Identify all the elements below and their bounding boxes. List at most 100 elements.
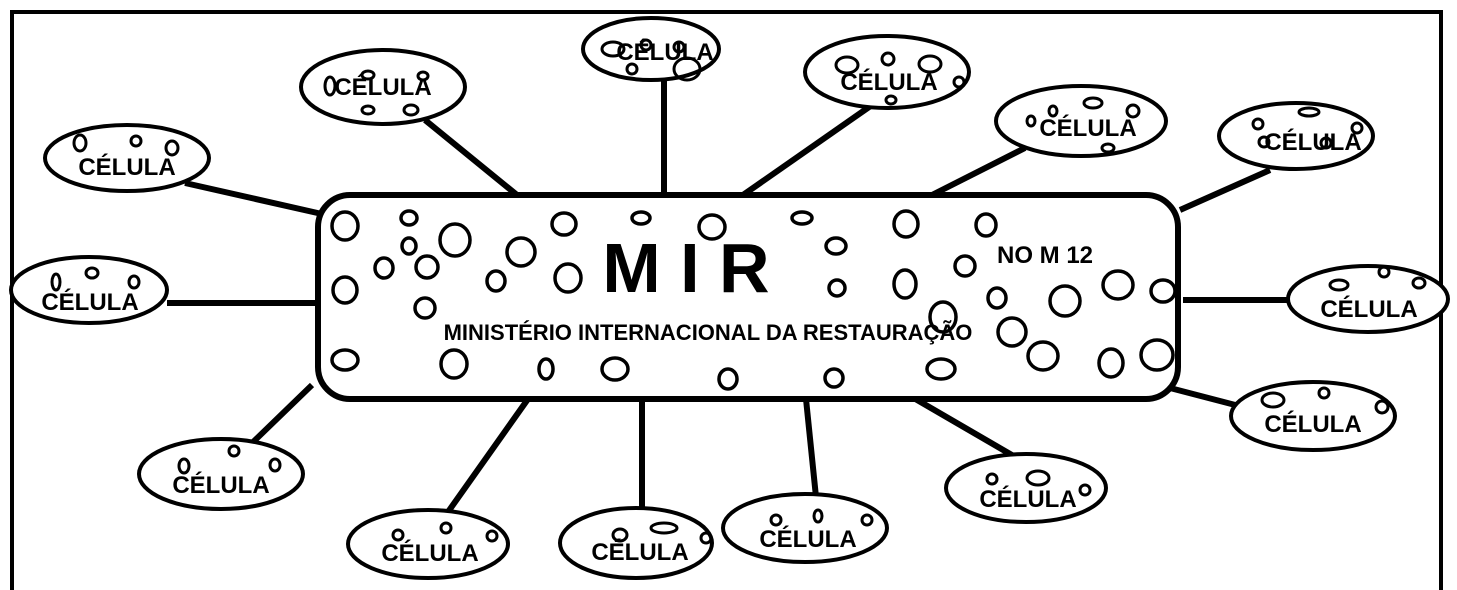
- connector-line: [741, 102, 874, 198]
- cell-bubble: [1251, 117, 1265, 131]
- cell-bubble: [1328, 278, 1350, 292]
- cell-ellipse: [1229, 380, 1397, 452]
- connector-line: [247, 382, 315, 448]
- cell-bubble: [227, 444, 241, 458]
- cell-bubble: [1350, 121, 1364, 135]
- cell-ellipse: [994, 84, 1168, 158]
- cell-bubble: [639, 38, 653, 52]
- cell-label: CÉLULA: [591, 538, 688, 566]
- cell-bubble: [672, 56, 702, 82]
- cell-bubble: [360, 104, 376, 116]
- cell-ellipse: [721, 492, 889, 564]
- cell-node: CÉLULA: [1217, 101, 1375, 171]
- cell-bubble: [1319, 136, 1333, 150]
- cell-bubble: [1260, 391, 1286, 409]
- cell-node: CÉLULA: [299, 48, 467, 126]
- cell-node: CÉLULA: [346, 508, 510, 580]
- cell-node: CÉLULA: [9, 255, 169, 325]
- connector-line: [184, 180, 323, 217]
- cell-bubble: [600, 40, 626, 58]
- cell-node: CÉLULA: [137, 437, 305, 511]
- cell-bubble: [72, 133, 88, 153]
- cell-bubble: [649, 521, 679, 535]
- cell-bubble: [1297, 106, 1321, 118]
- cell-bubble: [985, 472, 999, 486]
- cell-bubble: [164, 139, 180, 157]
- cell-node: CÉLULA: [1229, 380, 1397, 452]
- connector-line: [1169, 385, 1244, 410]
- cell-ellipse: [803, 34, 971, 110]
- cell-bubble: [323, 75, 337, 97]
- cell-bubble: [84, 266, 100, 280]
- cell-node: CÉLULA: [944, 452, 1108, 524]
- cell-node: CÉLULA: [43, 123, 211, 193]
- cell-bubble: [391, 528, 405, 542]
- cell-label: CÉLULA: [616, 38, 713, 66]
- connector-line: [440, 397, 531, 521]
- connector-line: [803, 398, 819, 498]
- cell-bubble: [834, 55, 860, 75]
- cell-bubble: [1025, 114, 1037, 128]
- connector-line: [930, 145, 1027, 198]
- cell-bubble: [50, 272, 62, 292]
- connector-lines: [167, 76, 1288, 521]
- cell-bubble: [402, 103, 420, 117]
- cell-bubble: [1078, 483, 1092, 497]
- cell-label: CÉLULA: [78, 153, 175, 181]
- central-bubbles: [330, 209, 1177, 391]
- cell-label: CÉLULA: [172, 471, 269, 499]
- cell-bubble: [1047, 104, 1059, 118]
- cell-ellipse: [346, 508, 510, 580]
- cell-bubble: [1317, 386, 1331, 400]
- cell-bubble: [611, 527, 629, 543]
- cell-bubble: [416, 70, 430, 82]
- cell-label: CÉLULA: [1264, 128, 1361, 156]
- cell-bubble: [1100, 142, 1116, 154]
- cell-bubble: [129, 134, 143, 148]
- connector-line: [910, 394, 1019, 461]
- cell-bubble: [268, 457, 282, 473]
- cell-bubble: [177, 457, 191, 475]
- cell-label: CÉLULA: [979, 485, 1076, 513]
- cell-ellipse: [9, 255, 169, 325]
- cell-bubble: [699, 531, 713, 545]
- cell-bubble: [1374, 399, 1390, 415]
- cell-label: CÉLULA: [1264, 410, 1361, 438]
- cell-node: CÉLULA: [581, 16, 721, 82]
- cell-ellipse: [137, 437, 305, 511]
- cell-node: CÉLULA: [803, 34, 971, 110]
- cell-label: CÉLULA: [1320, 295, 1417, 323]
- cell-node: CÉLULA: [558, 506, 714, 580]
- cell-bubble: [625, 62, 639, 76]
- cell-label: CÉLULA: [41, 288, 138, 316]
- cell-bubble: [127, 274, 141, 290]
- cell-bubble: [860, 513, 874, 527]
- cell-label: CÉLULA: [840, 68, 937, 96]
- cell-bubble: [672, 40, 686, 54]
- cell-label: CÉLULA: [334, 73, 431, 101]
- cell-bubble: [1125, 103, 1141, 119]
- cell-bubble: [1377, 265, 1391, 279]
- cell-bubble: [360, 69, 376, 81]
- cell-bubble: [917, 54, 943, 74]
- cell-ellipse: [299, 48, 467, 126]
- cell-bubble: [439, 521, 453, 535]
- cell-bubble: [1082, 96, 1104, 110]
- connector-line: [1178, 167, 1272, 213]
- cell-bubble: [884, 94, 898, 106]
- cell-node: CÉLULA: [721, 492, 889, 564]
- cell-bubble: [952, 75, 966, 89]
- cell-bubble: [485, 529, 499, 543]
- cell-bubble: [812, 508, 824, 524]
- cell-bubble: [1411, 276, 1427, 290]
- cell-label: CÉLULA: [381, 539, 478, 567]
- cell-bubble: [769, 513, 783, 527]
- cell-bubble: [1025, 469, 1051, 487]
- center-subtitle: MINISTÉRIO INTERNACIONAL DA RESTAURAÇÃO: [444, 320, 973, 345]
- cell-label: CÉLULA: [1039, 114, 1136, 142]
- cell-label: CÉLULA: [759, 525, 856, 553]
- cell-bubble: [1257, 135, 1271, 149]
- cell-bubble: [880, 51, 896, 67]
- cell-node: CÉLULA: [1286, 264, 1450, 334]
